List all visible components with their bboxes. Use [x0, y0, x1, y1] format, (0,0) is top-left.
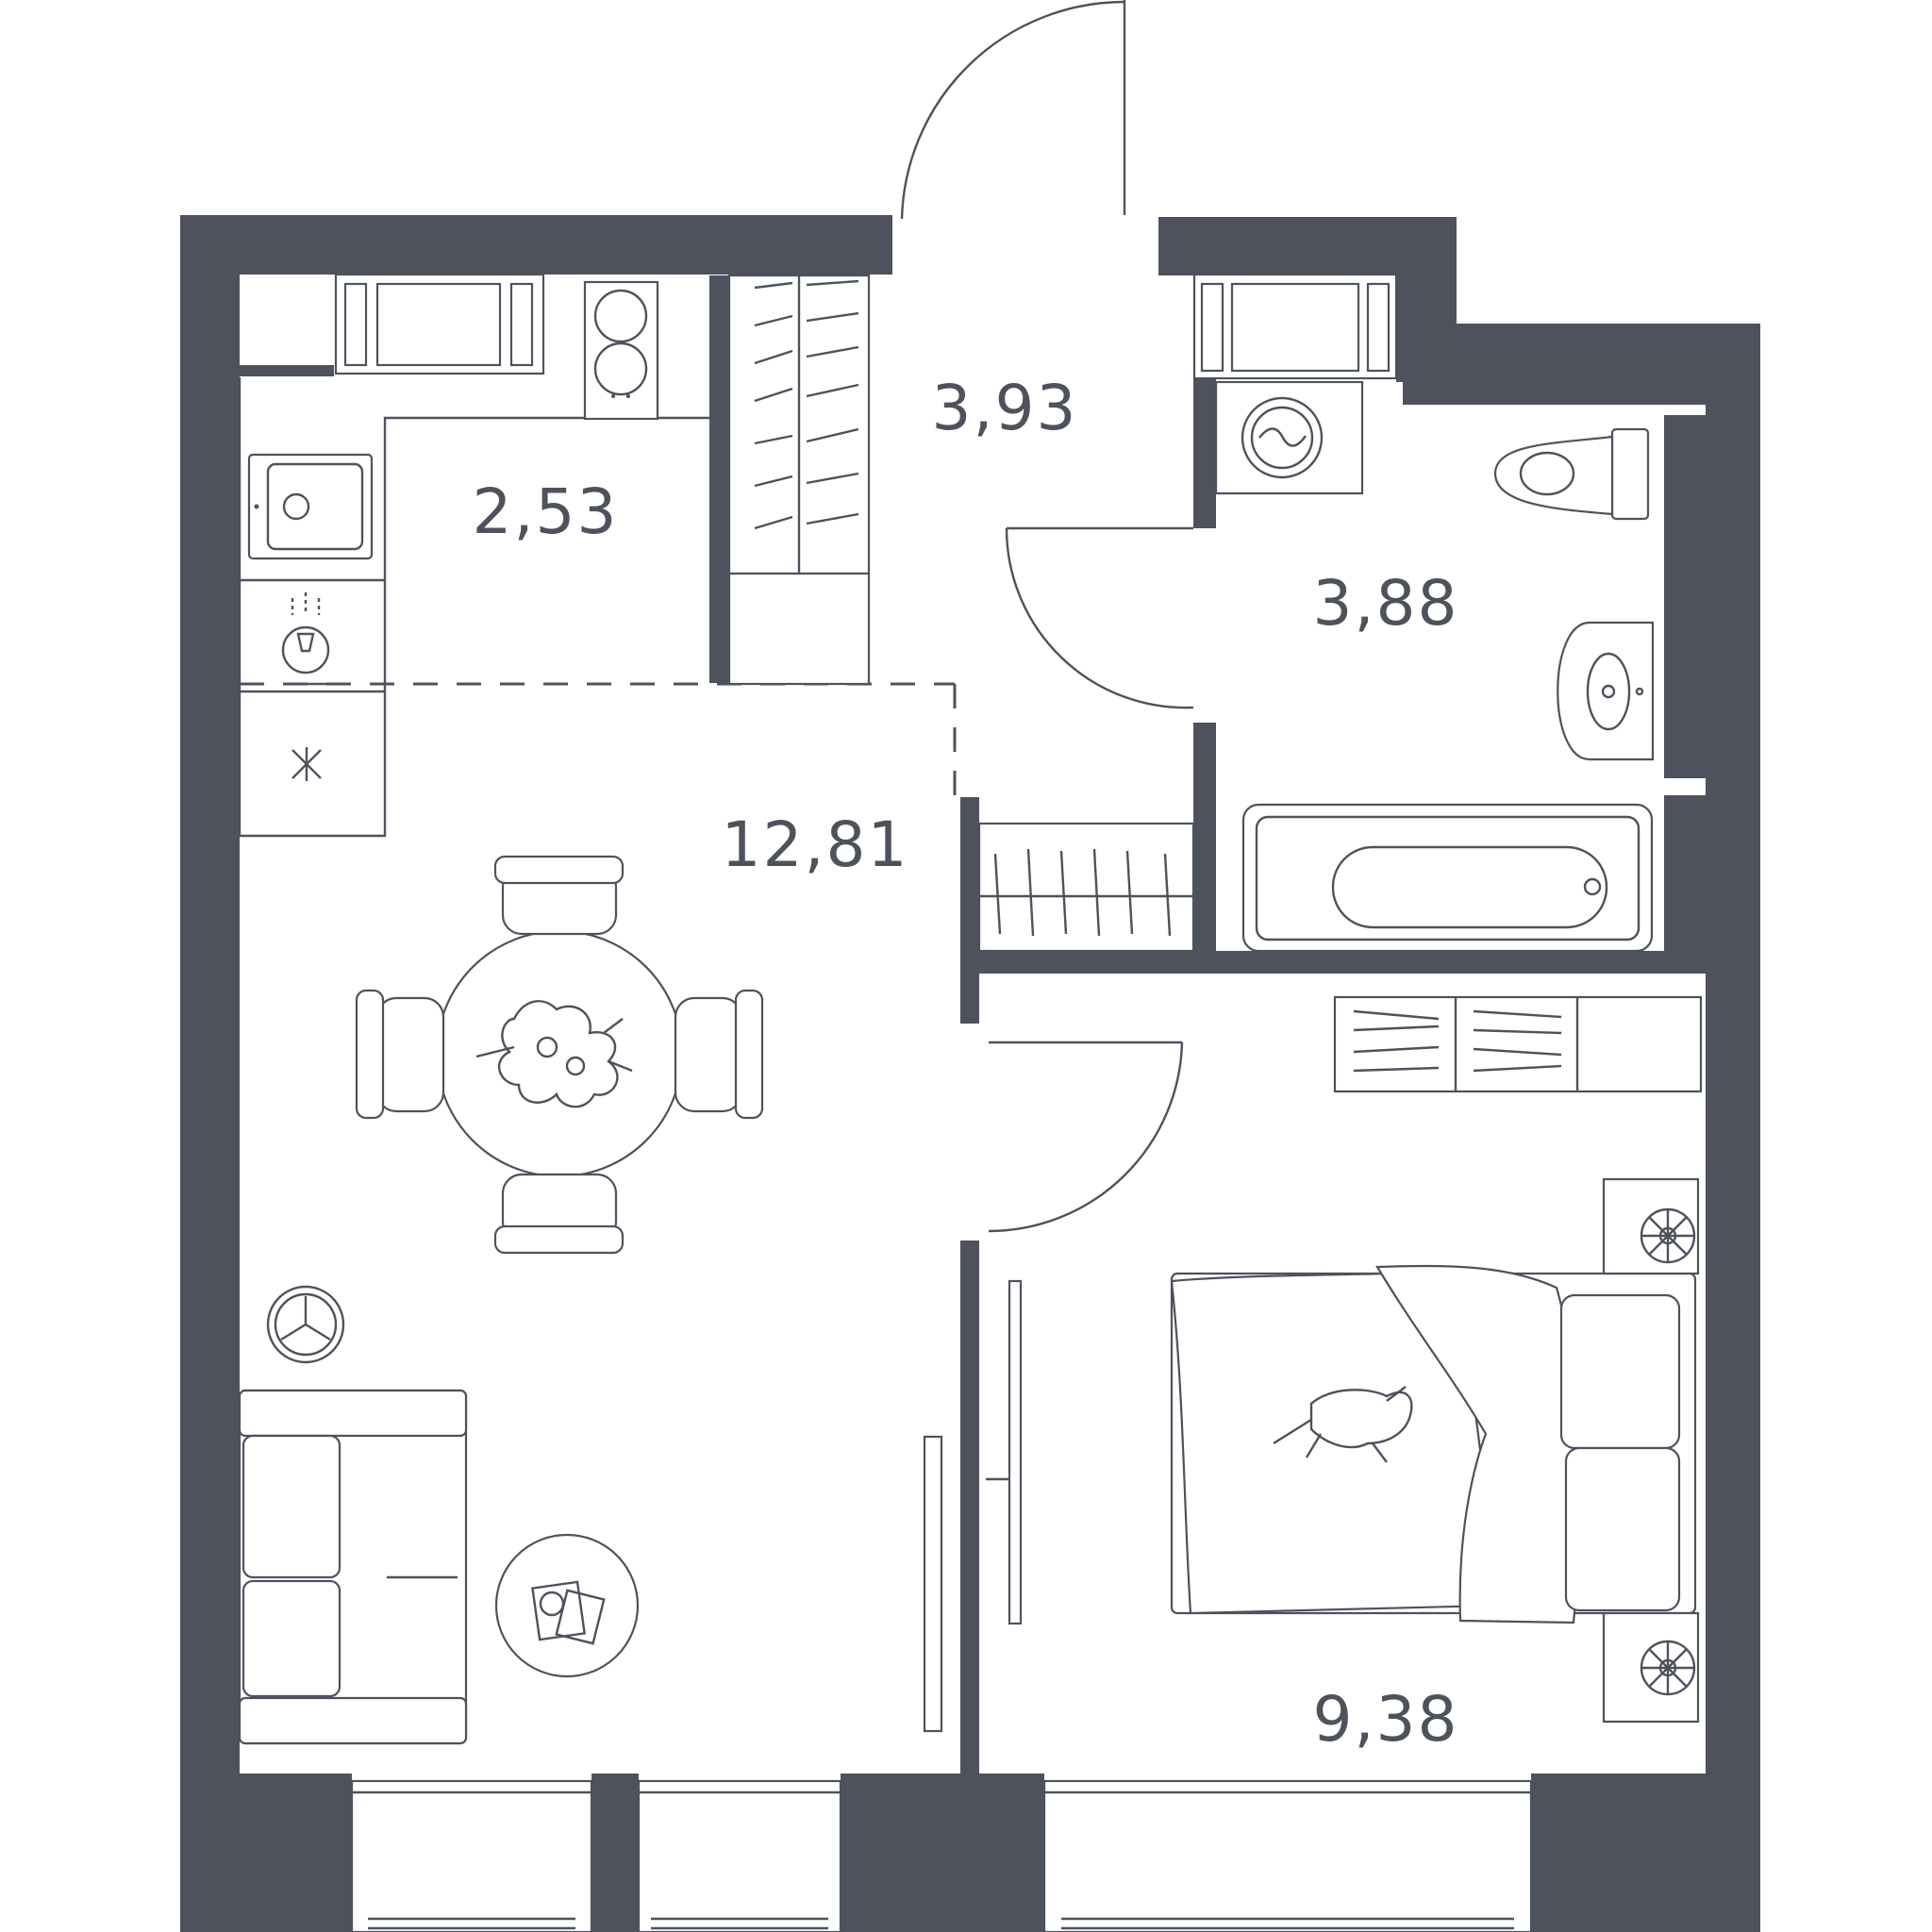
- dining-table: [435, 929, 684, 1178]
- plant-icon: [475, 1000, 633, 1108]
- toilet-icon: [1493, 427, 1650, 521]
- wall-left: [180, 215, 240, 1871]
- pillow-bottom: [1564, 1446, 1681, 1612]
- wall-right: [1706, 324, 1760, 1871]
- wall-bath-right-col-b: [1664, 795, 1706, 973]
- coffee-table: [494, 1533, 640, 1678]
- wall-window-pillar-1: [591, 1774, 639, 1932]
- duvet-fold: [1375, 1264, 1581, 1624]
- washbasin-icon: [1557, 621, 1655, 761]
- bathroom-fixtures: [1214, 380, 1655, 953]
- window-living-right: [637, 1779, 842, 1932]
- dining-set: [355, 855, 764, 1255]
- hall-wardrobe: [727, 274, 871, 686]
- bed: [1170, 1264, 1697, 1624]
- chair-top: [493, 855, 625, 936]
- window-living-left: [350, 1779, 593, 1932]
- area-label-bathroom: 3,88: [1313, 567, 1459, 640]
- wall-right-upper-step: [1396, 217, 1457, 327]
- wall-hall-stub: [960, 797, 979, 1024]
- bedroom-wardrobe: [1333, 995, 1703, 1093]
- area-label-living: 12,81: [722, 808, 909, 881]
- cat-icon: [1273, 1386, 1413, 1463]
- area-labels: 2,53 3,93 3,88 12,81 9,38: [473, 372, 1459, 1756]
- kitchen-counter: [238, 377, 709, 838]
- bathtub-icon: [1241, 803, 1654, 953]
- door-entrance-swing: [900, 0, 1125, 220]
- chair-bottom: [493, 1173, 625, 1255]
- wall-bath-left-upper: [1193, 377, 1216, 528]
- wall-living-bedroom: [960, 1241, 979, 1797]
- zone-boundary: [240, 682, 957, 797]
- area-label-kitchen: 2,53: [473, 475, 619, 548]
- window-bedroom: [1042, 1779, 1533, 1932]
- nightstand-top: [1602, 1177, 1700, 1275]
- windows: [334, 273, 1533, 1932]
- wall-window-pillar-3: [1531, 1774, 1760, 1932]
- wall-window-pillar-2: [841, 1774, 1044, 1932]
- wall-bath-top: [1403, 382, 1707, 405]
- nightstand-bottom: [1602, 1611, 1700, 1724]
- fridge-icon: [291, 747, 322, 781]
- door-bedroom-swing: [988, 1041, 1184, 1233]
- area-label-hall: 3,93: [932, 372, 1078, 444]
- corridor-wardrobe: [977, 822, 1195, 953]
- sofa: [238, 1389, 468, 1745]
- doors: [900, 0, 1194, 1233]
- dishwasher-icon: [281, 592, 340, 686]
- wall-bath-bottom: [960, 951, 1706, 974]
- sink-icon: [247, 453, 374, 560]
- door-bathroom-swing: [1005, 527, 1194, 709]
- wall-bath-right-col-a: [1664, 415, 1706, 778]
- wall-bottom-left-corner: [180, 1774, 352, 1932]
- area-label-bedroom: 9,38: [1313, 1683, 1459, 1756]
- chair-left: [355, 989, 445, 1120]
- washing-machine-icon: [1214, 380, 1364, 495]
- wall-top-right-step: [1396, 324, 1760, 382]
- wall-bath-left-lower: [1193, 723, 1216, 973]
- floor-lamp-icon: [266, 1285, 345, 1364]
- pillow-top: [1559, 1293, 1681, 1450]
- wall-top-left: [180, 215, 892, 275]
- kitchen-fixtures: [238, 280, 709, 838]
- tv-unit: [923, 1279, 1023, 1733]
- chair-right: [674, 989, 764, 1120]
- cooktop-icon: [583, 280, 659, 421]
- wall-kitchen-shelf: [240, 365, 334, 376]
- wall-kitchen-partition: [709, 275, 728, 683]
